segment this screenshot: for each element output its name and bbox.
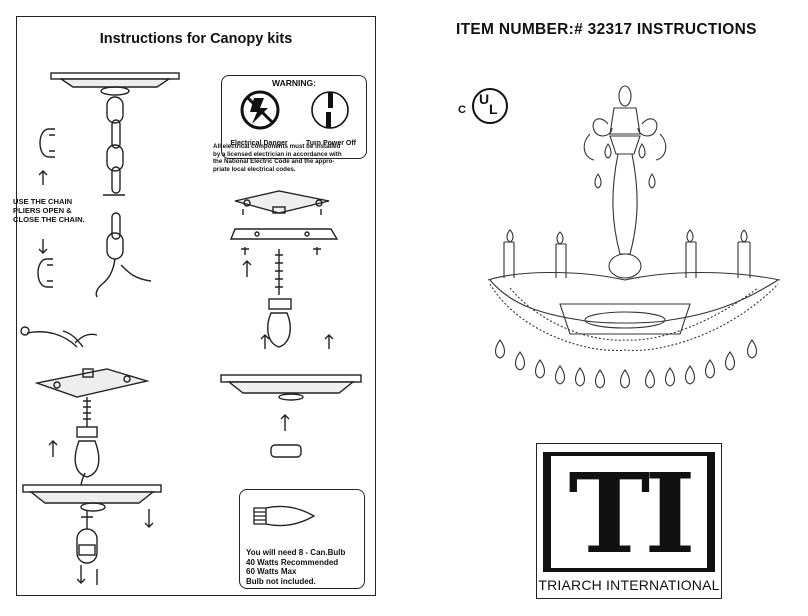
notice-line: priate local electrical codes. (213, 165, 296, 173)
candles (503, 229, 751, 278)
arrow-down-left (76, 565, 86, 584)
canopy-right-illustration (220, 374, 362, 401)
chandelier-illustration (487, 85, 781, 389)
cert-l: L (489, 101, 498, 117)
wiring-crossbar-illustration (20, 326, 150, 398)
collar-nut-illustration (270, 444, 302, 458)
bulb-text: You will need 8 - Can.Bulb 40 Watts Reco… (246, 548, 366, 586)
chain-instruction: USE THE CHAIN PLIERS OPEN & CLOSE THE CH… (13, 197, 93, 224)
danger-label: Electrical Danger (230, 140, 288, 147)
brand-logo-panel: TI (543, 452, 715, 572)
loop-right (267, 312, 291, 348)
item-header: ITEM NUMBER:# 32317 INSTRUCTIONS (456, 21, 757, 38)
electrical-notice: All electrical components must be instal… (213, 143, 373, 173)
brand-name: TRIARCH INTERNATIONAL (538, 577, 720, 593)
bead-strands (489, 283, 779, 352)
bulb-line: Bulb not included. (246, 576, 316, 586)
brand-logo-box: TI TRIARCH INTERNATIONAL (536, 443, 722, 599)
notice-line: All electrical components must be instal… (213, 143, 341, 150)
candle-bulb-icon (253, 505, 316, 527)
nut-right (268, 298, 292, 310)
chain-lower-illustration (95, 212, 152, 298)
electrical-danger-icon (240, 90, 280, 130)
loop-illustration (74, 440, 100, 478)
crystal-drops (494, 143, 758, 389)
top-canopy-illustration (50, 72, 180, 96)
bulb-line: You will need 8 - Can.Bulb (246, 548, 346, 557)
brand-letters: TI (551, 456, 707, 572)
chain-instruction-line: CLOSE THE CHAIN. (13, 215, 85, 224)
canopy-lower-illustration (22, 484, 162, 512)
bulb-line: 60 Watts Max (246, 567, 297, 576)
open-link-illustration (39, 128, 55, 158)
closed-link-illustration (37, 258, 53, 288)
canopy-instructions-panel: Instructions for Canopy kits (13, 16, 376, 596)
cert-u: U (479, 91, 490, 107)
threaded-rod-illustration (83, 397, 91, 427)
canopy-illustrations (20, 72, 362, 585)
crossbar-plate-illustration (229, 228, 339, 240)
cert-c: C (458, 104, 466, 116)
warning-icons (240, 90, 349, 130)
bulb-info-box: You will need 8 - Can.Bulb 40 Watts Reco… (239, 489, 365, 589)
bulb-line: 40 Watts Recommended (246, 557, 339, 567)
canopy-title: Instructions for Canopy kits (99, 31, 293, 47)
threaded-rod-right (275, 249, 283, 295)
notice-line: the National Electric Code and the appro… (213, 158, 335, 165)
nut-illustration (76, 426, 98, 438)
warning-box: WARNING: Electrical Danger Turn Power Of… (221, 75, 367, 159)
chain-upper-illustration (103, 96, 125, 196)
ul-circle-icon: U L (472, 88, 508, 124)
notice-line: by a licensed electrician in accordance … (213, 150, 342, 158)
chain-instruction-line: USE THE CHAIN (13, 197, 73, 206)
warning-heading: WARNING: (272, 78, 316, 88)
cert-mark: C U L (458, 86, 520, 126)
chain-instruction-line: PLIERS OPEN & (13, 206, 72, 215)
crossbar-top-illustration (234, 190, 330, 214)
power-label: Turn Power Off (305, 140, 357, 147)
power-off-icon (311, 91, 349, 129)
